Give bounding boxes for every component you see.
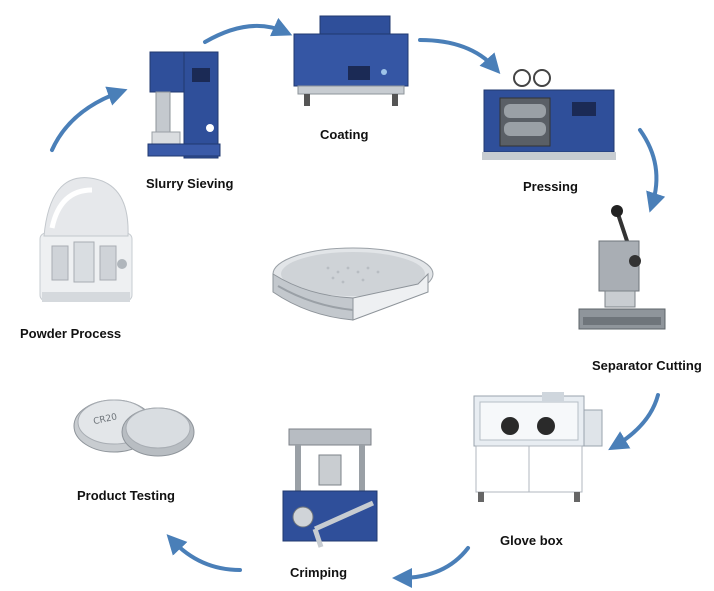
step-label-testing: Product Testing	[77, 488, 175, 503]
arrow-glovebox-to-crimping	[392, 546, 470, 588]
crimping-machine-image	[275, 425, 385, 555]
slurry-sieving-image	[140, 48, 230, 163]
glove-box-image	[468, 390, 608, 505]
step-label-slurry: Slurry Sieving	[146, 176, 234, 191]
separator-cutter-image	[575, 205, 670, 340]
arrow-separator-to-glovebox	[608, 393, 660, 451]
arrow-crimping-to-testing	[166, 534, 242, 572]
step-label-coating: Coating	[320, 127, 369, 142]
ball-mill-image	[30, 168, 140, 308]
step-label-powder: Powder Process	[20, 326, 122, 341]
coin-cell-cutaway-image	[268, 240, 438, 340]
arrow-slurry-to-coating	[203, 17, 293, 44]
pressing-machine-image	[480, 68, 620, 163]
step-label-crimping: Crimping	[290, 565, 348, 580]
step-label-glovebox: Glove box	[500, 533, 563, 548]
arrow-coating-to-pressing	[418, 38, 501, 74]
coating-machine-image	[290, 14, 415, 114]
arrow-pressing-to-separator	[638, 128, 666, 213]
coin-cell-text: CR20	[93, 412, 119, 427]
step-label-separator: Separator Cutting	[592, 358, 702, 373]
step-label-pressing: Pressing	[523, 179, 578, 194]
arrow-powder-to-slurry	[50, 86, 128, 152]
coin-cells-image: CR20	[72, 388, 197, 463]
